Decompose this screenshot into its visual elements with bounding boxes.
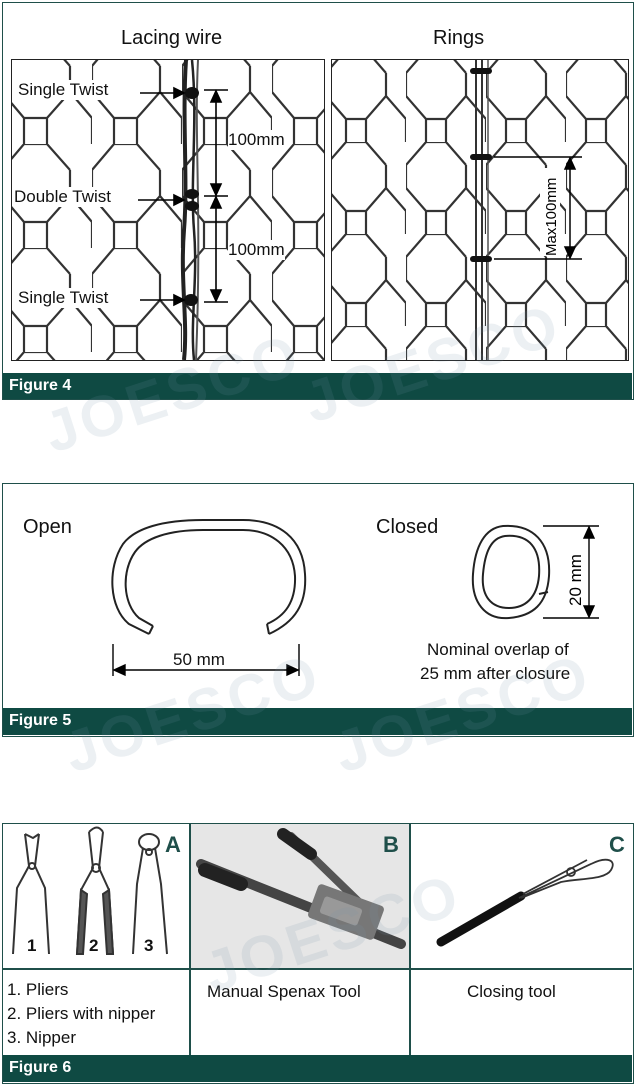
figure6-panel: A 1 2 3 B C 1. Pliers 2. Pliers bbox=[2, 823, 634, 1084]
spenax-tool-label: Manual Spenax Tool bbox=[207, 982, 361, 1001]
cell-c-letter: C bbox=[609, 832, 625, 857]
lacing-wire-mesh-drawing: Single Twist Double Twist Single Twist 1… bbox=[11, 59, 325, 361]
pliers-drawing bbox=[12, 826, 168, 955]
tool-number-2: 2 bbox=[89, 936, 99, 956]
figure5-drawing: 20 mm bbox=[111, 519, 599, 677]
cell-c-image: C bbox=[411, 824, 632, 968]
cell-a-image: A 1 2 3 bbox=[3, 824, 189, 968]
tool-list-item-2: 2. Pliers with nipper bbox=[7, 1004, 156, 1023]
max100mm-label: Max100mm bbox=[543, 178, 560, 256]
closed-label: Closed bbox=[376, 516, 439, 538]
rings-svg: Max100mm bbox=[332, 60, 628, 360]
cell-a-letter: A bbox=[165, 832, 181, 857]
figure6-caption: Figure 6 bbox=[3, 1055, 632, 1082]
rings-mesh-drawing: Max100mm bbox=[331, 59, 629, 361]
figure5-caption: Figure 5 bbox=[3, 708, 632, 735]
figure4-caption: Figure 4 bbox=[3, 373, 632, 399]
spenax-tool-photo bbox=[191, 824, 409, 968]
tool-list-item-3: 3. Nipper bbox=[7, 1028, 76, 1047]
cell-b-letter: B bbox=[383, 832, 399, 857]
closing-tool-label: Closing tool bbox=[467, 982, 556, 1001]
20mm-label: 20 mm bbox=[566, 554, 585, 606]
figure4-panel: Lacing wire Rings bbox=[2, 2, 634, 400]
closing-tool-drawing bbox=[436, 858, 614, 947]
single-twist-top-label: Single Twist bbox=[18, 80, 109, 100]
tool-number-3: 3 bbox=[144, 936, 154, 956]
50mm-label: 50 mm bbox=[173, 650, 225, 669]
tool-list-item-1: 1. Pliers bbox=[7, 980, 69, 999]
rings-title: Rings bbox=[433, 27, 485, 49]
upper-100mm-label: 100mm bbox=[228, 130, 285, 150]
lower-100mm-label: 100mm bbox=[228, 240, 285, 260]
lacing-wire-svg bbox=[12, 60, 324, 360]
overlap-note-line2: 25 mm after closure bbox=[420, 664, 571, 683]
single-twist-bottom-label: Single Twist bbox=[18, 288, 109, 308]
open-label: Open bbox=[23, 516, 72, 538]
tool-number-1: 1 bbox=[27, 936, 37, 956]
cell-b-image: B bbox=[191, 824, 409, 968]
overlap-note-line1: Nominal overlap of bbox=[427, 640, 569, 659]
figure5-panel: Open Closed 20 mm 50 mm Nominal bbox=[2, 483, 634, 737]
lacing-wire-title: Lacing wire bbox=[121, 27, 223, 49]
double-twist-label: Double Twist bbox=[14, 187, 112, 207]
